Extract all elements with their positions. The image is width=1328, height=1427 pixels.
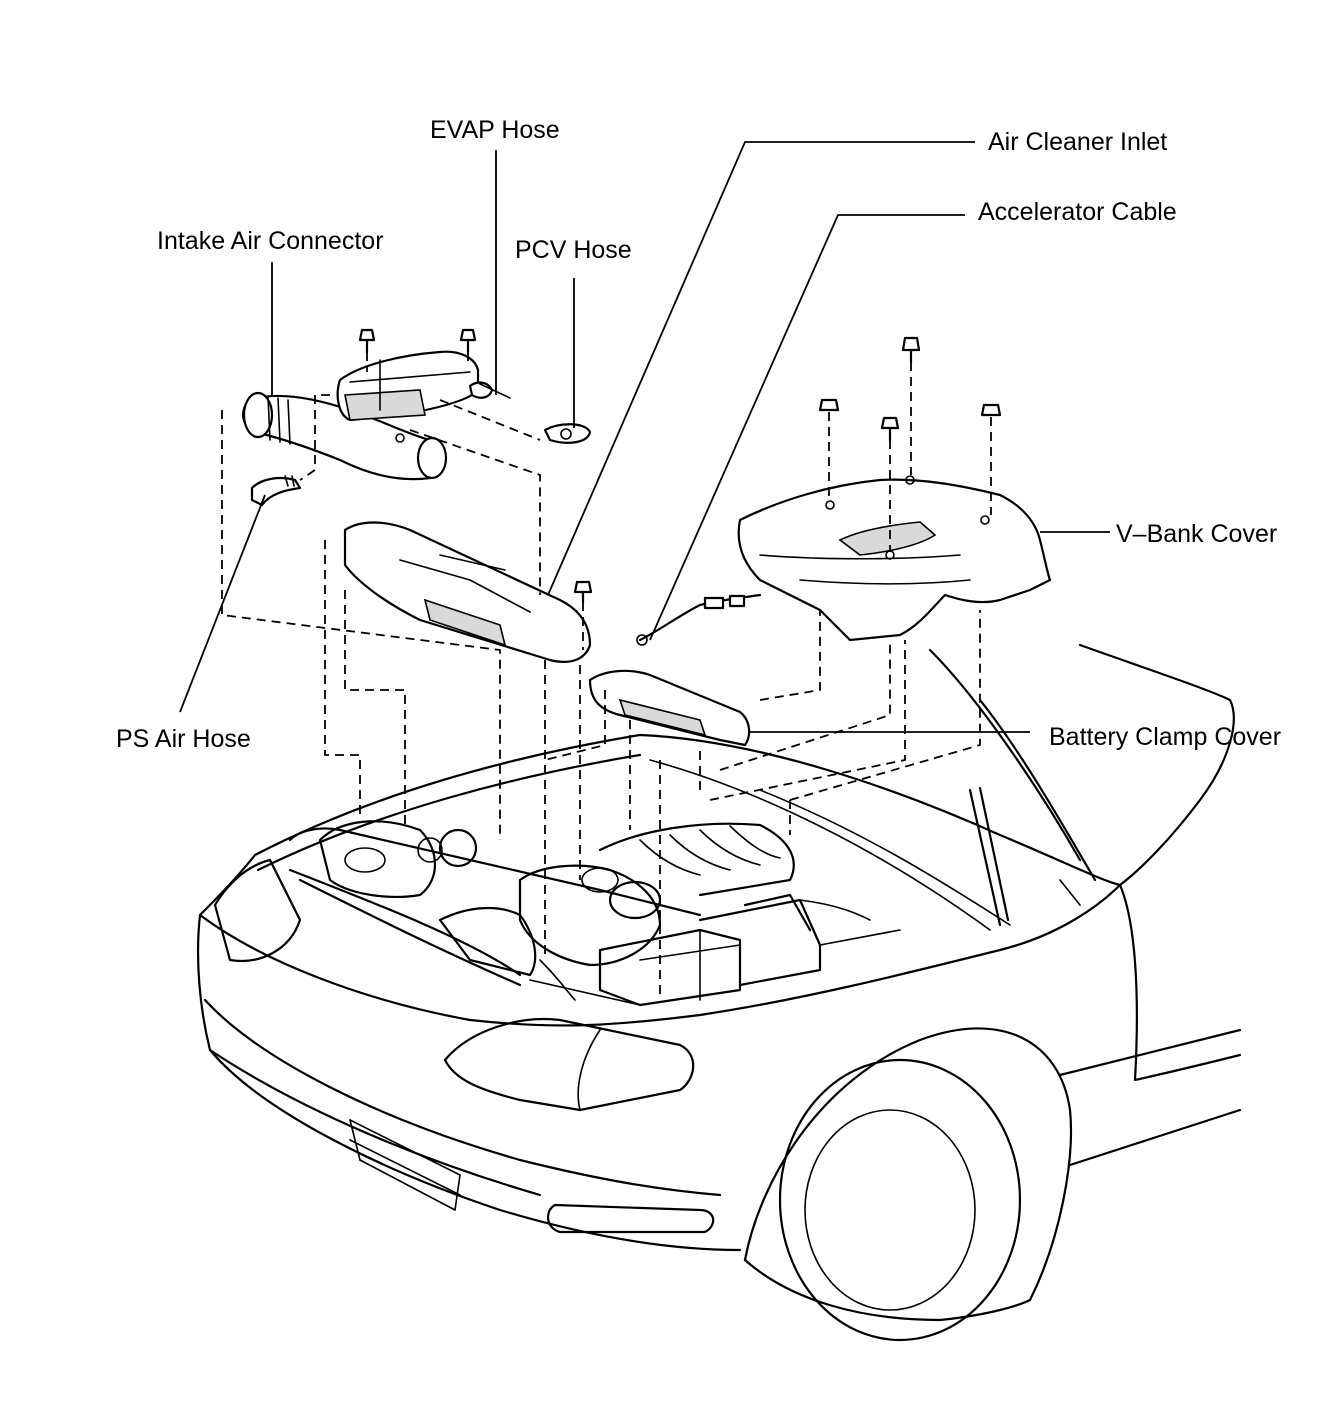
bolts-upper xyxy=(358,328,477,354)
pcv-hose-part xyxy=(543,423,592,444)
evap-hose-part xyxy=(468,381,511,399)
accelerator-cable-part xyxy=(636,593,762,646)
v-bank-fasteners xyxy=(573,336,1002,604)
label-accelerator-cable: Accelerator Cable xyxy=(978,198,1177,226)
label-evap-hose: EVAP Hose xyxy=(430,116,560,144)
engine-bay xyxy=(288,820,901,1007)
label-pcv-hose: PCV Hose xyxy=(515,236,632,264)
assembly-lines xyxy=(221,352,992,1000)
v-bank-cover-part xyxy=(737,475,1052,642)
label-intake-air-connector: Intake Air Connector xyxy=(157,227,384,255)
ps-air-hose-part xyxy=(250,475,302,507)
car-body xyxy=(196,643,1242,1342)
battery-clamp-cover-part xyxy=(588,669,751,747)
air-duct-cover-part xyxy=(343,521,592,663)
label-air-cleaner-inlet: Air Cleaner Inlet xyxy=(988,128,1168,156)
label-battery-clamp-cover: Battery Clamp Cover xyxy=(1049,723,1282,751)
air-cleaner-inlet-part xyxy=(336,350,480,422)
label-ps-air-hose: PS Air Hose xyxy=(116,725,251,753)
label-v-bank-cover: V–Bank Cover xyxy=(1116,520,1278,548)
leader-lines xyxy=(179,141,1110,733)
